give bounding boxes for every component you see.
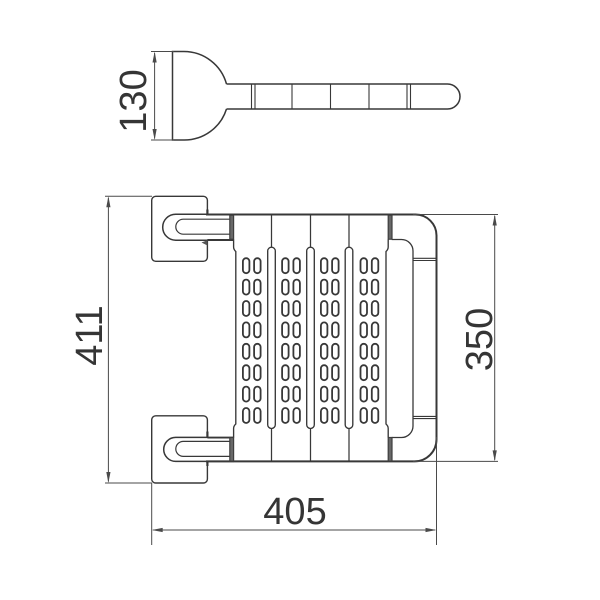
svg-text:130: 130 <box>113 69 155 132</box>
svg-text:411: 411 <box>69 305 111 366</box>
svg-text:405: 405 <box>263 491 326 533</box>
svg-text:350: 350 <box>459 308 501 371</box>
